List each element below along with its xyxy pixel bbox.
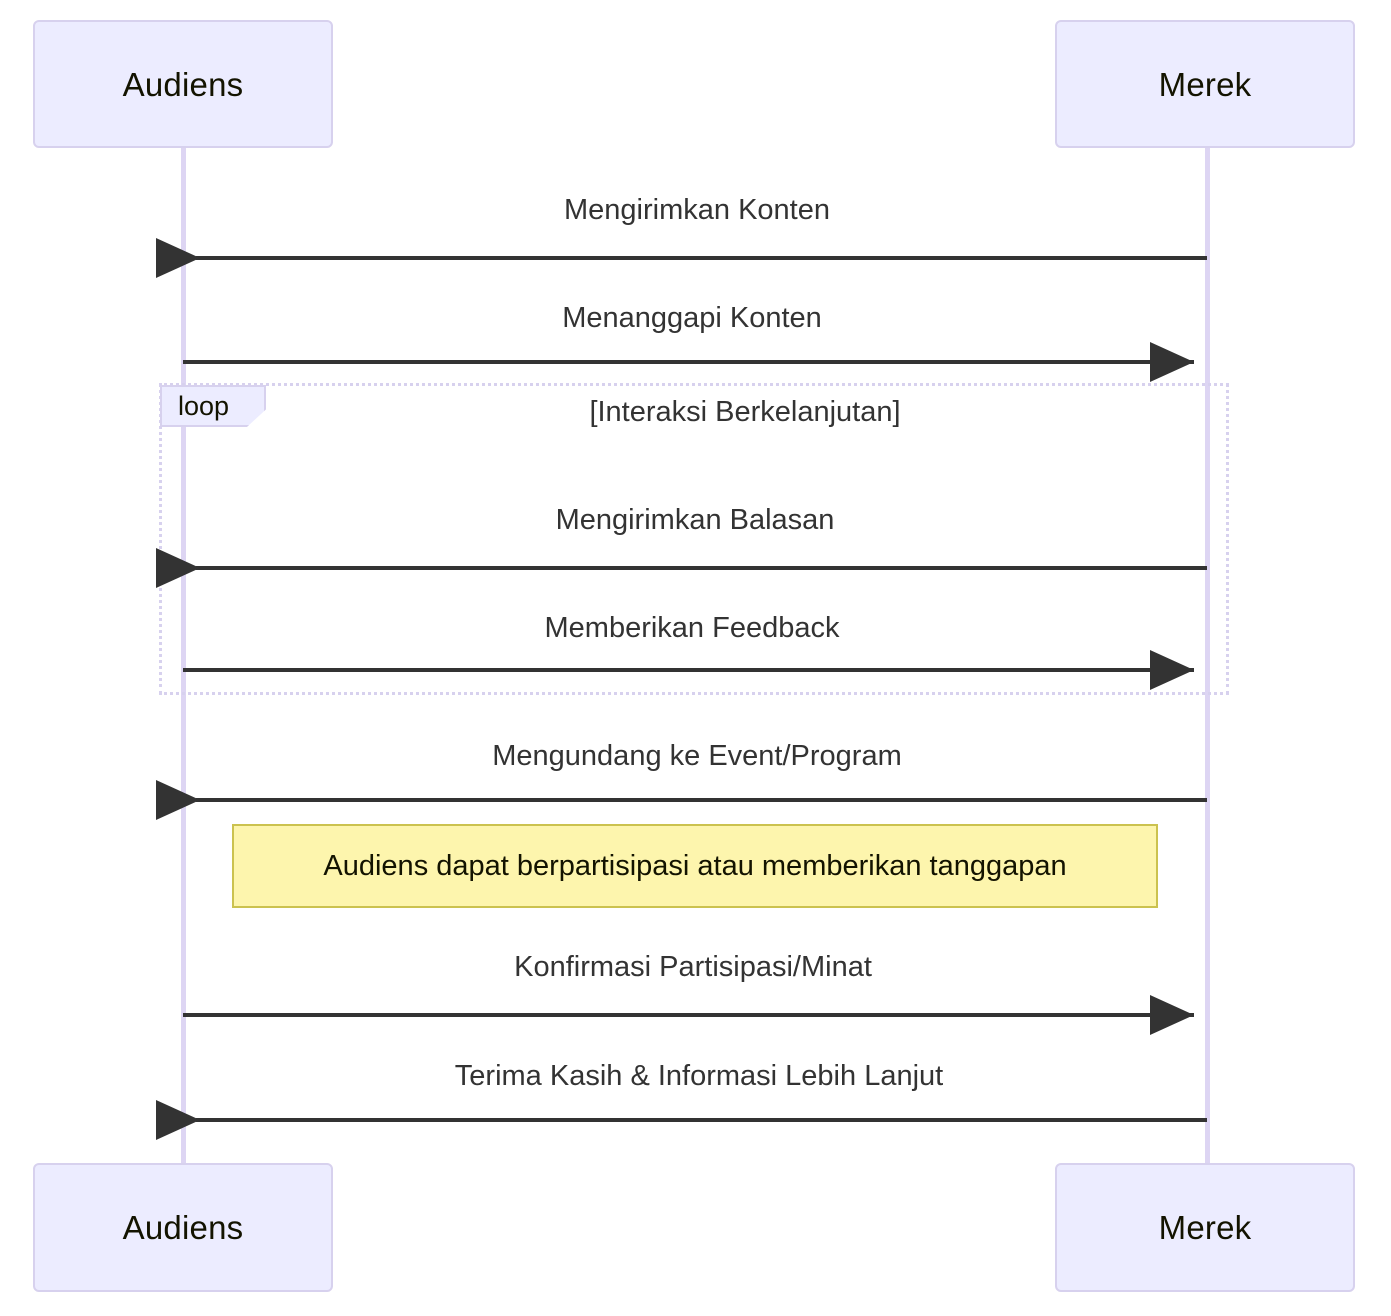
note-text: Audiens dapat berpartisipasi atau member… [323, 849, 1067, 882]
note-box: Audiens dapat berpartisipasi atau member… [232, 824, 1158, 908]
loop-fragment-box [159, 383, 1229, 695]
actor-label-audiens-bottom: Audiens [122, 1209, 244, 1246]
actor-label-audiens-top: Audiens [122, 65, 244, 103]
loop-tag-label: loop [178, 390, 230, 421]
actor-box-audiens-bottom[interactable]: Audiens [33, 1163, 333, 1292]
message-label-2: Mengirimkan Balasan [555, 504, 835, 536]
message-label-6: Terima Kasih & Informasi Lebih Lanjut [454, 1060, 944, 1092]
lifeline-audiens [181, 148, 186, 1163]
actor-box-merek-bottom[interactable]: Merek [1055, 1163, 1355, 1292]
message-label-5: Konfirmasi Partisipasi/Minat [514, 951, 872, 983]
loop-fragment-tag: loop [160, 385, 266, 427]
actor-label-merek-bottom: Merek [1158, 1209, 1252, 1246]
message-label-4: Mengundang ke Event/Program [492, 740, 902, 772]
loop-fragment-title: [Interaksi Berkelanjutan] [589, 396, 901, 428]
message-label-0: Mengirimkan Konten [564, 194, 830, 226]
message-label-1: Menanggapi Konten [562, 302, 822, 334]
actor-label-merek-top: Merek [1158, 65, 1252, 103]
message-label-3: Memberikan Feedback [544, 612, 840, 644]
actor-box-merek-top[interactable]: Merek [1055, 20, 1355, 148]
actor-box-audiens-top[interactable]: Audiens [33, 20, 333, 148]
lifeline-merek [1205, 148, 1210, 1163]
